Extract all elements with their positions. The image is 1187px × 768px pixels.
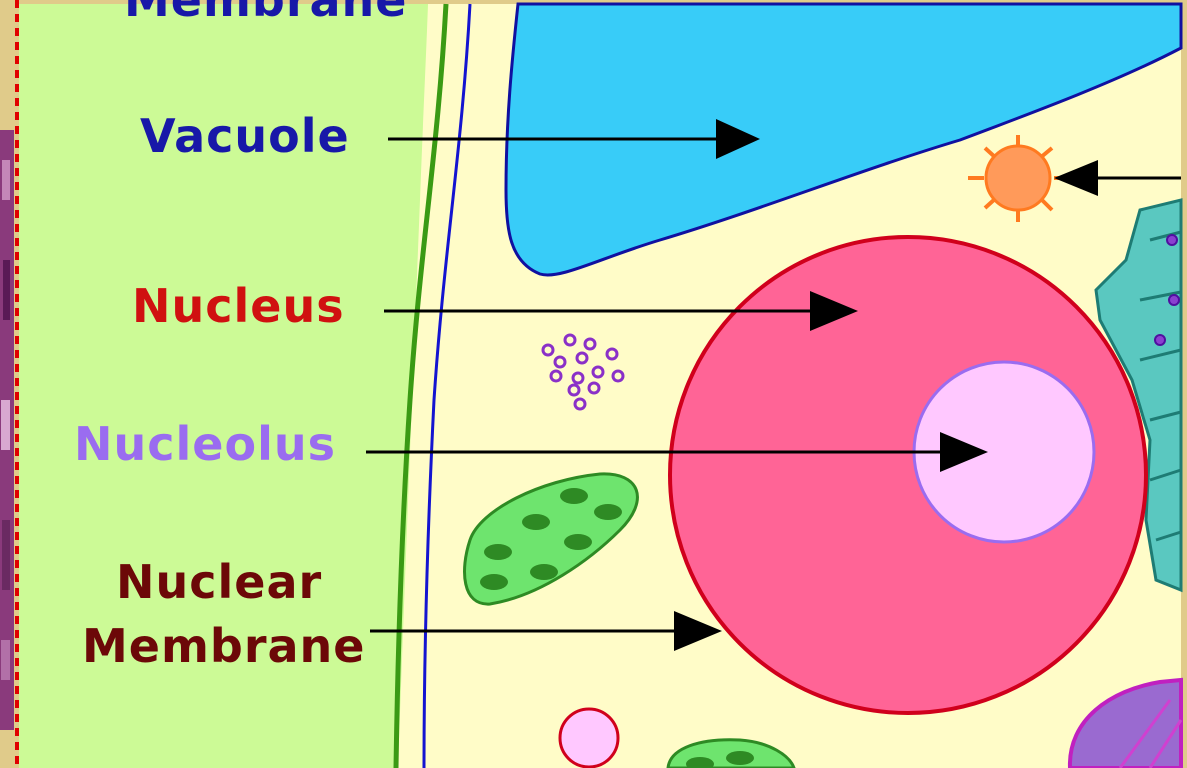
vesicle: [560, 709, 618, 767]
nucleus-label: Nucleus: [132, 279, 345, 333]
nucleolus-label: Nucleolus: [74, 417, 336, 471]
nuclear-membrane-label-line2: Membrane: [82, 619, 366, 673]
vacuole-label: Vacuole: [140, 109, 350, 163]
nuclear-membrane-label-line1: Nuclear: [116, 555, 322, 609]
cell-membrane-label: Membrane: [124, 0, 408, 27]
photo-strip: [0, 0, 16, 768]
